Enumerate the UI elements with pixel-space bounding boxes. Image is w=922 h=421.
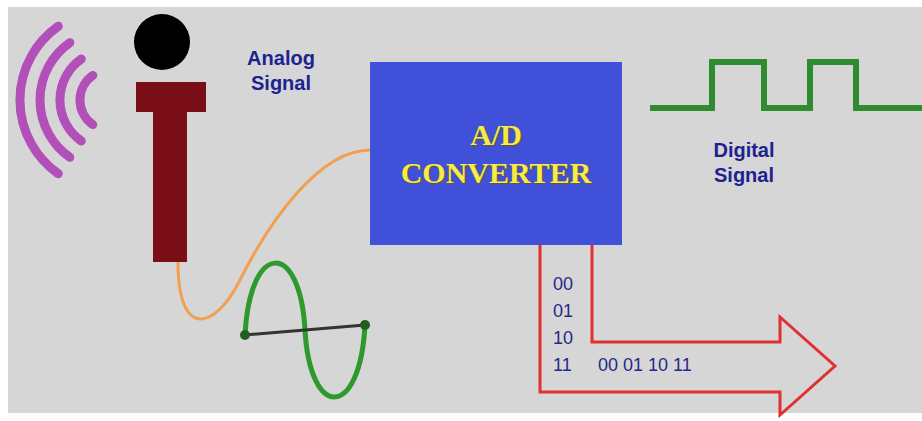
microphone: [134, 14, 206, 262]
arrow-outline-path: [540, 245, 835, 415]
background: [8, 7, 922, 413]
signal-label: Analog Signal: [236, 46, 326, 96]
output-arrow: 00 01 10 11 00 01 10 11: [538, 245, 838, 419]
arrow-outline: [538, 245, 838, 419]
digital-waveform: [650, 62, 922, 108]
wire: [178, 150, 370, 319]
converter-box: A/D CONVERTER: [370, 62, 622, 245]
code-row: 00 01 10 11: [598, 352, 692, 379]
sound-waves: [20, 26, 93, 173]
signal-label: Digital Signal: [696, 138, 792, 188]
analog-waveform: [240, 263, 370, 397]
box-title: A/D CONVERTER: [391, 116, 601, 192]
code-column: 00 01 10 11: [553, 271, 579, 379]
